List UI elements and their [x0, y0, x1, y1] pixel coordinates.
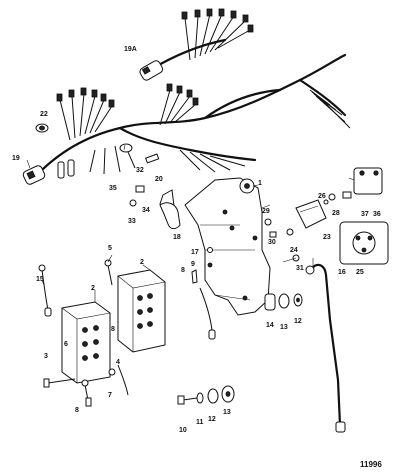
callout-2-rear: 2 — [140, 259, 144, 266]
callout-4: 4 — [116, 359, 120, 366]
inset-part-25 — [339, 221, 389, 265]
callout-12-bottom: 12 — [208, 416, 216, 423]
bracket-part-18 — [159, 202, 181, 230]
switch-box-part-2-front — [61, 301, 111, 384]
callout-36: 36 — [373, 211, 381, 218]
callout-35: 35 — [109, 185, 117, 192]
regulator-part-23 — [295, 199, 327, 229]
callout-22: 22 — [40, 111, 48, 118]
wiring-harness — [22, 8, 351, 185]
leader-lines — [26, 144, 355, 302]
callout-14: 14 — [266, 322, 274, 329]
callout-29: 29 — [262, 208, 270, 215]
figure-number: 11996 — [360, 460, 382, 469]
callout-20: 20 — [155, 176, 163, 183]
callout-10: 10 — [179, 427, 187, 434]
callout-19a: 19A — [124, 46, 137, 53]
callout-17: 17 — [191, 249, 199, 256]
callout-6: 6 — [64, 341, 68, 348]
callout-5: 5 — [108, 245, 112, 252]
callout-15: 15 — [36, 276, 44, 283]
callout-34: 34 — [142, 207, 150, 214]
callout-1: 1 — [258, 180, 262, 187]
callout-19: 19 — [12, 155, 20, 162]
callout-7: 7 — [108, 392, 112, 399]
spacer-washers-12-14 — [264, 293, 303, 311]
callout-16: 16 — [338, 269, 346, 276]
callout-31: 31 — [296, 265, 304, 272]
switch-box-part-2-rear — [117, 269, 166, 353]
callout-2-front: 2 — [91, 285, 95, 292]
callout-8-left: 8 — [75, 407, 79, 414]
callout-32: 32 — [136, 167, 144, 174]
callout-13-right: 13 — [280, 324, 288, 331]
callout-labels: 1 2 2 3 4 5 6 7 8 8 8 9 10 11 12 12 13 1… — [12, 46, 382, 469]
callout-12-right: 12 — [294, 318, 302, 325]
callout-24: 24 — [290, 247, 298, 254]
callout-3: 3 — [44, 353, 48, 360]
small-wires-3-8-15 — [38, 259, 129, 407]
small-hardware-8-9-17 — [191, 247, 216, 340]
callout-23: 23 — [323, 234, 331, 241]
solenoid-part-36 — [323, 167, 383, 205]
callout-8-centre: 8 — [181, 267, 185, 274]
mounting-plate-part-1 — [184, 177, 271, 316]
callout-30: 30 — [268, 239, 276, 246]
callout-18: 18 — [173, 234, 181, 241]
callout-26: 26 — [318, 193, 326, 200]
callout-28: 28 — [332, 210, 340, 217]
callout-13-bottom: 13 — [223, 409, 231, 416]
callout-37: 37 — [361, 211, 369, 218]
bolt-washers-10-13 — [177, 385, 235, 405]
callout-8-box: 8 — [111, 326, 115, 333]
cable-part-16 — [305, 263, 346, 433]
callout-25: 25 — [356, 269, 364, 276]
callout-11: 11 — [196, 419, 204, 426]
clip-part-22 — [35, 123, 49, 133]
callout-33: 33 — [128, 218, 136, 225]
callout-9: 9 — [191, 261, 195, 268]
